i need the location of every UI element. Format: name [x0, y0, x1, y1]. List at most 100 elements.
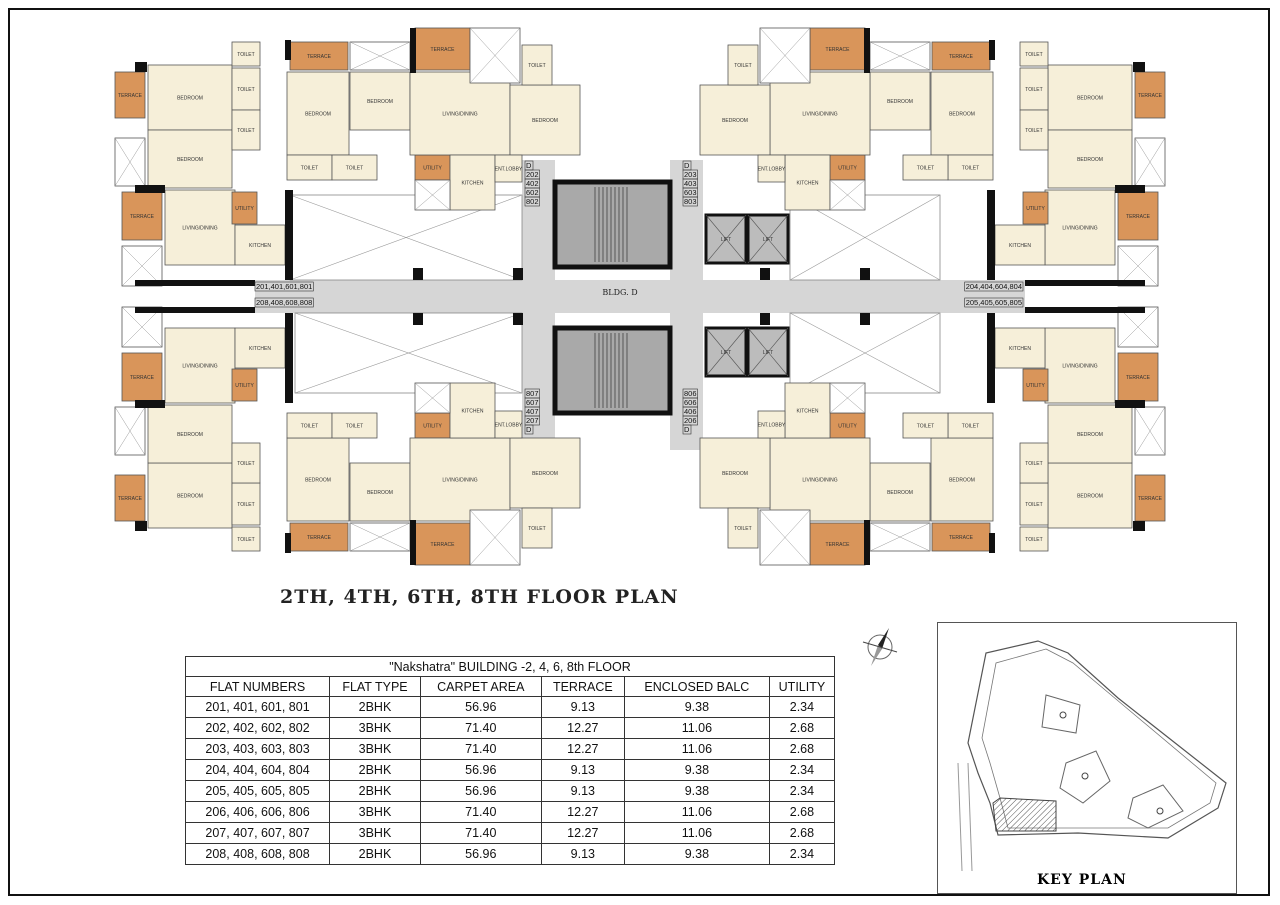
svg-text:LIFT: LIFT [763, 237, 773, 243]
living-room [1044, 189, 1116, 266]
room-label: TOILET [528, 63, 545, 69]
svg-text:LIFT: LIFT [721, 237, 731, 243]
wall [285, 190, 293, 280]
table-cell: 11.06 [623, 822, 770, 844]
wall [410, 520, 416, 565]
terrace-room [114, 474, 146, 522]
header-cell: ENCLOSED BALC [623, 676, 770, 697]
table-cell: 9.13 [540, 780, 625, 802]
room-label: LIVING/DINING [802, 478, 837, 484]
room-label: TERRACE [949, 54, 974, 60]
room-label: TOILET [346, 166, 363, 172]
table-cell: 71.40 [419, 717, 542, 739]
room-label: ENT.LOBBY [758, 167, 786, 173]
kitchen-room [994, 327, 1046, 369]
room-label: BEDROOM [887, 490, 913, 496]
wall [987, 313, 995, 403]
room-label: TERRACE [431, 542, 456, 548]
utility-room [829, 412, 866, 439]
bedroom-room [147, 129, 233, 189]
staircase [552, 325, 673, 416]
utility-room [1022, 368, 1049, 402]
wall [1133, 521, 1145, 531]
room-label: UTILITY [1026, 206, 1045, 212]
north-arrow-icon [862, 628, 898, 666]
bedroom-room [147, 462, 233, 529]
terrace-room [809, 27, 866, 71]
bedroom-room [509, 84, 581, 156]
toilet-room [521, 44, 553, 86]
room-label: LIVING/DINING [1062, 364, 1097, 370]
table-cell: 208, 408, 608, 808 [184, 843, 331, 865]
room-label: BEDROOM [177, 157, 203, 163]
table-cell: 12.27 [540, 801, 625, 823]
living-room [409, 437, 511, 522]
flat-number-tag: D [684, 425, 690, 434]
terrace-room [289, 522, 349, 552]
room-label: TERRACE [1138, 496, 1163, 502]
key-plan [937, 622, 1237, 894]
bedroom-room [1047, 129, 1133, 189]
table-cell: 3BHK [329, 801, 421, 823]
living-room [769, 437, 871, 522]
room-label: TOILET [237, 461, 254, 467]
bedroom-room [1047, 64, 1133, 131]
table-cell: 204, 404, 604, 804 [184, 759, 331, 781]
table-cell: 71.40 [419, 822, 542, 844]
room-label: BEDROOM [177, 432, 203, 438]
room-label: KITCHEN [462, 409, 484, 415]
room-label: BEDROOM [722, 471, 748, 477]
room-label: UTILITY [235, 383, 254, 389]
bedroom-room [349, 71, 411, 131]
room-label: TERRACE [307, 54, 332, 60]
room-label: TOILET [237, 502, 254, 508]
room-label: TOILET [917, 424, 934, 430]
column [760, 313, 770, 325]
wall [1025, 280, 1145, 286]
table-cell: 2.34 [768, 843, 836, 865]
flat-number-tag: 208,408,608,808 [256, 298, 312, 307]
room-label: TOILET [734, 526, 751, 532]
flat-number-tag: 406 [684, 407, 697, 416]
room-label: TOILET [1025, 461, 1042, 467]
room-label: TERRACE [130, 375, 155, 381]
room-label: BEDROOM [367, 99, 393, 105]
flat-number-tag: 204,404,604,804 [966, 282, 1022, 291]
ent-lobby-room [757, 154, 786, 183]
bedroom-room [699, 84, 771, 156]
flat-number-tag: 803 [684, 197, 697, 206]
building-label: BLDG. D [602, 288, 637, 297]
kitchen-room [784, 382, 831, 439]
room-label: UTILITY [838, 424, 857, 430]
wall [989, 40, 995, 60]
table-cell: 206, 406, 606, 806 [184, 801, 331, 823]
header-cell: FLAT TYPE [329, 676, 421, 697]
area-table: "Nakshatra" BUILDING -2, 4, 6, 8th FLOOR… [184, 656, 836, 865]
terrace-room [931, 41, 991, 71]
room-label: BEDROOM [177, 494, 203, 500]
flat-number-tag: D [526, 425, 532, 434]
flat-number-tag: 205,405,605,805 [966, 298, 1022, 307]
toilet-room [231, 482, 261, 526]
table-cell: 3BHK [329, 822, 421, 844]
room-label: KITCHEN [797, 409, 819, 415]
flat-number-tag: 607 [526, 398, 539, 407]
room-label: BEDROOM [305, 112, 331, 118]
table-cell: 2BHK [329, 843, 421, 865]
flat-number-tag: 206 [684, 416, 697, 425]
wall [135, 280, 255, 286]
bedroom-room [286, 71, 350, 156]
room-label: UTILITY [423, 166, 442, 172]
wall [1115, 400, 1145, 408]
room-label: ENT.LOBBY [495, 423, 523, 429]
living-room [769, 71, 871, 156]
table-cell: 9.38 [623, 696, 770, 718]
flat-number-tag: 203 [684, 170, 697, 179]
column [413, 313, 423, 325]
terrace-room [809, 522, 866, 566]
table-cell: 11.06 [623, 801, 770, 823]
terrace-room [121, 191, 163, 241]
